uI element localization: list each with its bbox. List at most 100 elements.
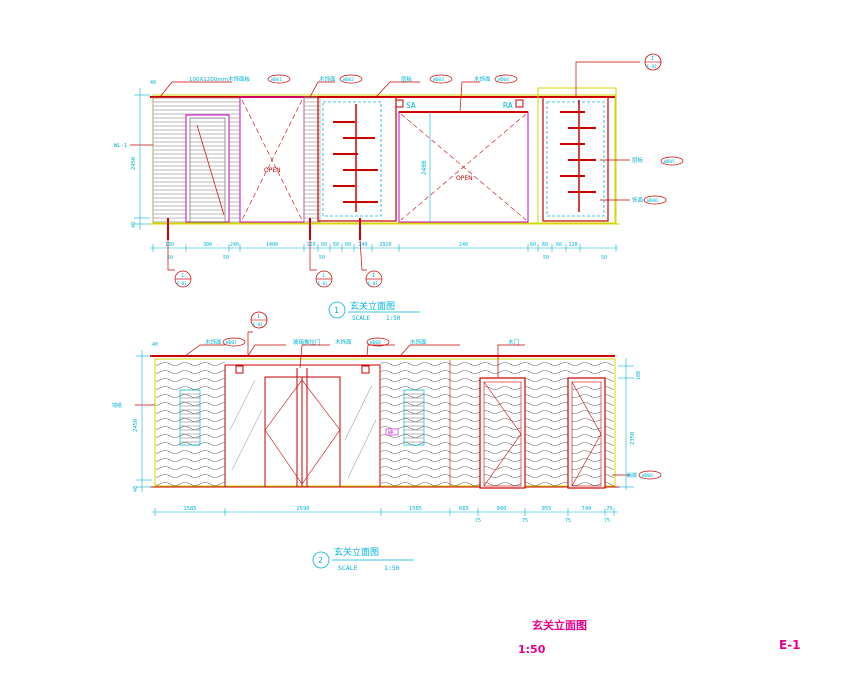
door-2a-inner — [483, 381, 522, 487]
e1-dim-value: 60 — [556, 242, 562, 248]
e2-dim-value: 1585 — [409, 506, 422, 512]
e1-dim-value: 240 — [459, 242, 468, 248]
glass-diamond — [264, 379, 341, 485]
badge-wp-text: WP — [388, 430, 394, 436]
e1-dim-value: 60 — [542, 242, 548, 248]
height-right-top-e2: 100 — [636, 371, 642, 380]
strip-panel — [303, 96, 321, 223]
tag-wd06 — [643, 195, 667, 205]
tag-wd01 — [267, 74, 291, 84]
e2-dim-value: 2590 — [296, 506, 309, 512]
e1-dim-value: 120 — [306, 242, 315, 248]
tag-wd07-text: WD07 — [226, 340, 237, 346]
elevation-1-title-number: 1 — [334, 306, 339, 315]
opening-2-diag-b — [400, 113, 527, 221]
leader-e2-left: 墙纸 — [112, 402, 122, 409]
tag-wd08 — [366, 337, 390, 347]
badge-wp — [385, 428, 399, 436]
wall-niche-right — [403, 389, 425, 446]
shelf-unit-1-frame — [317, 96, 397, 222]
e1-dim-bottom-value: 50 — [167, 255, 173, 261]
elevation-1-bottom-markers — [167, 239, 383, 288]
elevation-2-left-dims — [136, 350, 152, 492]
section-mark-ra: RA — [503, 101, 513, 110]
elevation-1-title: 玄关立面图 — [350, 300, 395, 312]
leader-top-right: 木饰面 — [474, 75, 491, 83]
leader-e2-b: 玻璃推拉门 — [293, 338, 321, 346]
e1-dim-value: 240 — [358, 242, 367, 248]
tag-wd05 — [660, 156, 684, 166]
sheet-title: 玄关立面图 — [532, 619, 587, 632]
tag-wd07 — [222, 337, 246, 347]
shelf-unit-2-glass — [546, 101, 605, 217]
tag-wd02 — [339, 74, 363, 84]
opening-2-height-text: 2400 — [421, 160, 428, 175]
elevation-1-leaders — [130, 61, 640, 201]
e2-dim-small-value: 75 — [604, 518, 610, 524]
elevation-1: OPEN OPEN 2400 — [114, 53, 684, 322]
e2-dim-ticks — [154, 508, 615, 516]
leader-e2-e: 木门 — [508, 338, 519, 346]
e1-dim-value: 130 — [165, 242, 174, 248]
tag-wd02-text: WD02 — [343, 77, 354, 83]
tag-wd04-text: WD04 — [498, 77, 509, 83]
height-top-e1: 40 — [150, 80, 156, 86]
height-overall-e2: 2450 — [133, 419, 139, 432]
door-2b-inner — [571, 381, 602, 487]
marker-bottom-1-num: 1 — [181, 273, 184, 279]
elevation-2-title: 玄关立面图 — [334, 546, 379, 558]
marker-top-right-num: 1 — [651, 56, 654, 62]
elevation-1-title-circle — [328, 301, 346, 319]
tag-wd04 — [494, 74, 518, 84]
marker-e2-top-num: 1 — [257, 314, 260, 320]
leader-e2-a: 木饰面 — [205, 338, 222, 346]
leader-right-a: 层板 — [632, 156, 644, 164]
e1-dim-value: 120 — [568, 242, 577, 248]
opening-1-diag-b — [241, 99, 303, 221]
shelf-unit-2-shelves — [560, 100, 596, 212]
tag-wd06-text: WD06 — [647, 198, 658, 204]
shelf-unit-1-shelves — [333, 104, 378, 212]
sheet-scale: 1:50 — [518, 643, 546, 656]
height-right-e2: 2350 — [630, 432, 636, 445]
marker-bottom-3-num: 1 — [372, 273, 375, 279]
marker-bottom-3-sub: E-01 — [368, 281, 378, 286]
height-overall-e1: 2450 — [131, 157, 137, 170]
shelf-unit-1-glass — [322, 101, 382, 217]
e1-dim-bottom-value: 50 — [319, 255, 325, 261]
elevation-2: WP 木饰面 WD07 玻璃推拉门 木饰面 WD08 木饰面 木门 墙纸 踢脚 — [112, 311, 662, 572]
marker-bottom-2-sub: E-01 — [318, 281, 328, 286]
elevation-2-scale-label: SCALE — [338, 564, 358, 572]
elevation-2-title-circle — [312, 551, 330, 569]
wall-niche-left — [179, 389, 201, 446]
e2-section-boxes — [235, 365, 370, 374]
height-top-e2: 40 — [152, 342, 158, 348]
tag-wd09-text: WD09 — [642, 473, 653, 479]
leader-top-left: 100X1200mm木饰面板 — [189, 75, 250, 83]
tag-wd01-text: WD01 — [271, 77, 282, 83]
sheet-number: E-1 — [779, 638, 801, 652]
glass-panel-2 — [301, 376, 341, 488]
e1-dim-value: 1400 — [266, 242, 278, 248]
leader-e2-right: 踢脚 — [627, 472, 637, 479]
e1-dim-value: 60 — [345, 242, 351, 248]
elevation-2-scale-value: 1:50 — [384, 564, 400, 572]
section-mark-ra-box — [515, 99, 524, 108]
leader-right-b: 饰面 — [632, 196, 644, 204]
height-bottom-e2: 40 — [133, 486, 139, 492]
leader-top-mid: 木饰面 — [319, 75, 336, 83]
e1-dim-bottom-value: 50 — [543, 255, 549, 261]
leader-top-shelf: 层板 — [401, 75, 413, 83]
shelf-unit-2-frame — [542, 96, 609, 222]
e2-dim-value: 665 — [459, 506, 469, 512]
section-mark-sa-box — [395, 99, 404, 108]
shelf-unit-2-outer — [537, 87, 617, 224]
tag-wd03-text: WD03 — [433, 77, 444, 83]
section-mark-sa: SA — [406, 101, 416, 110]
e1-dim-value: 300 — [203, 242, 212, 248]
e2-dim-small-value: 75 — [475, 518, 481, 524]
e2-dim-small-value: 75 — [522, 518, 528, 524]
